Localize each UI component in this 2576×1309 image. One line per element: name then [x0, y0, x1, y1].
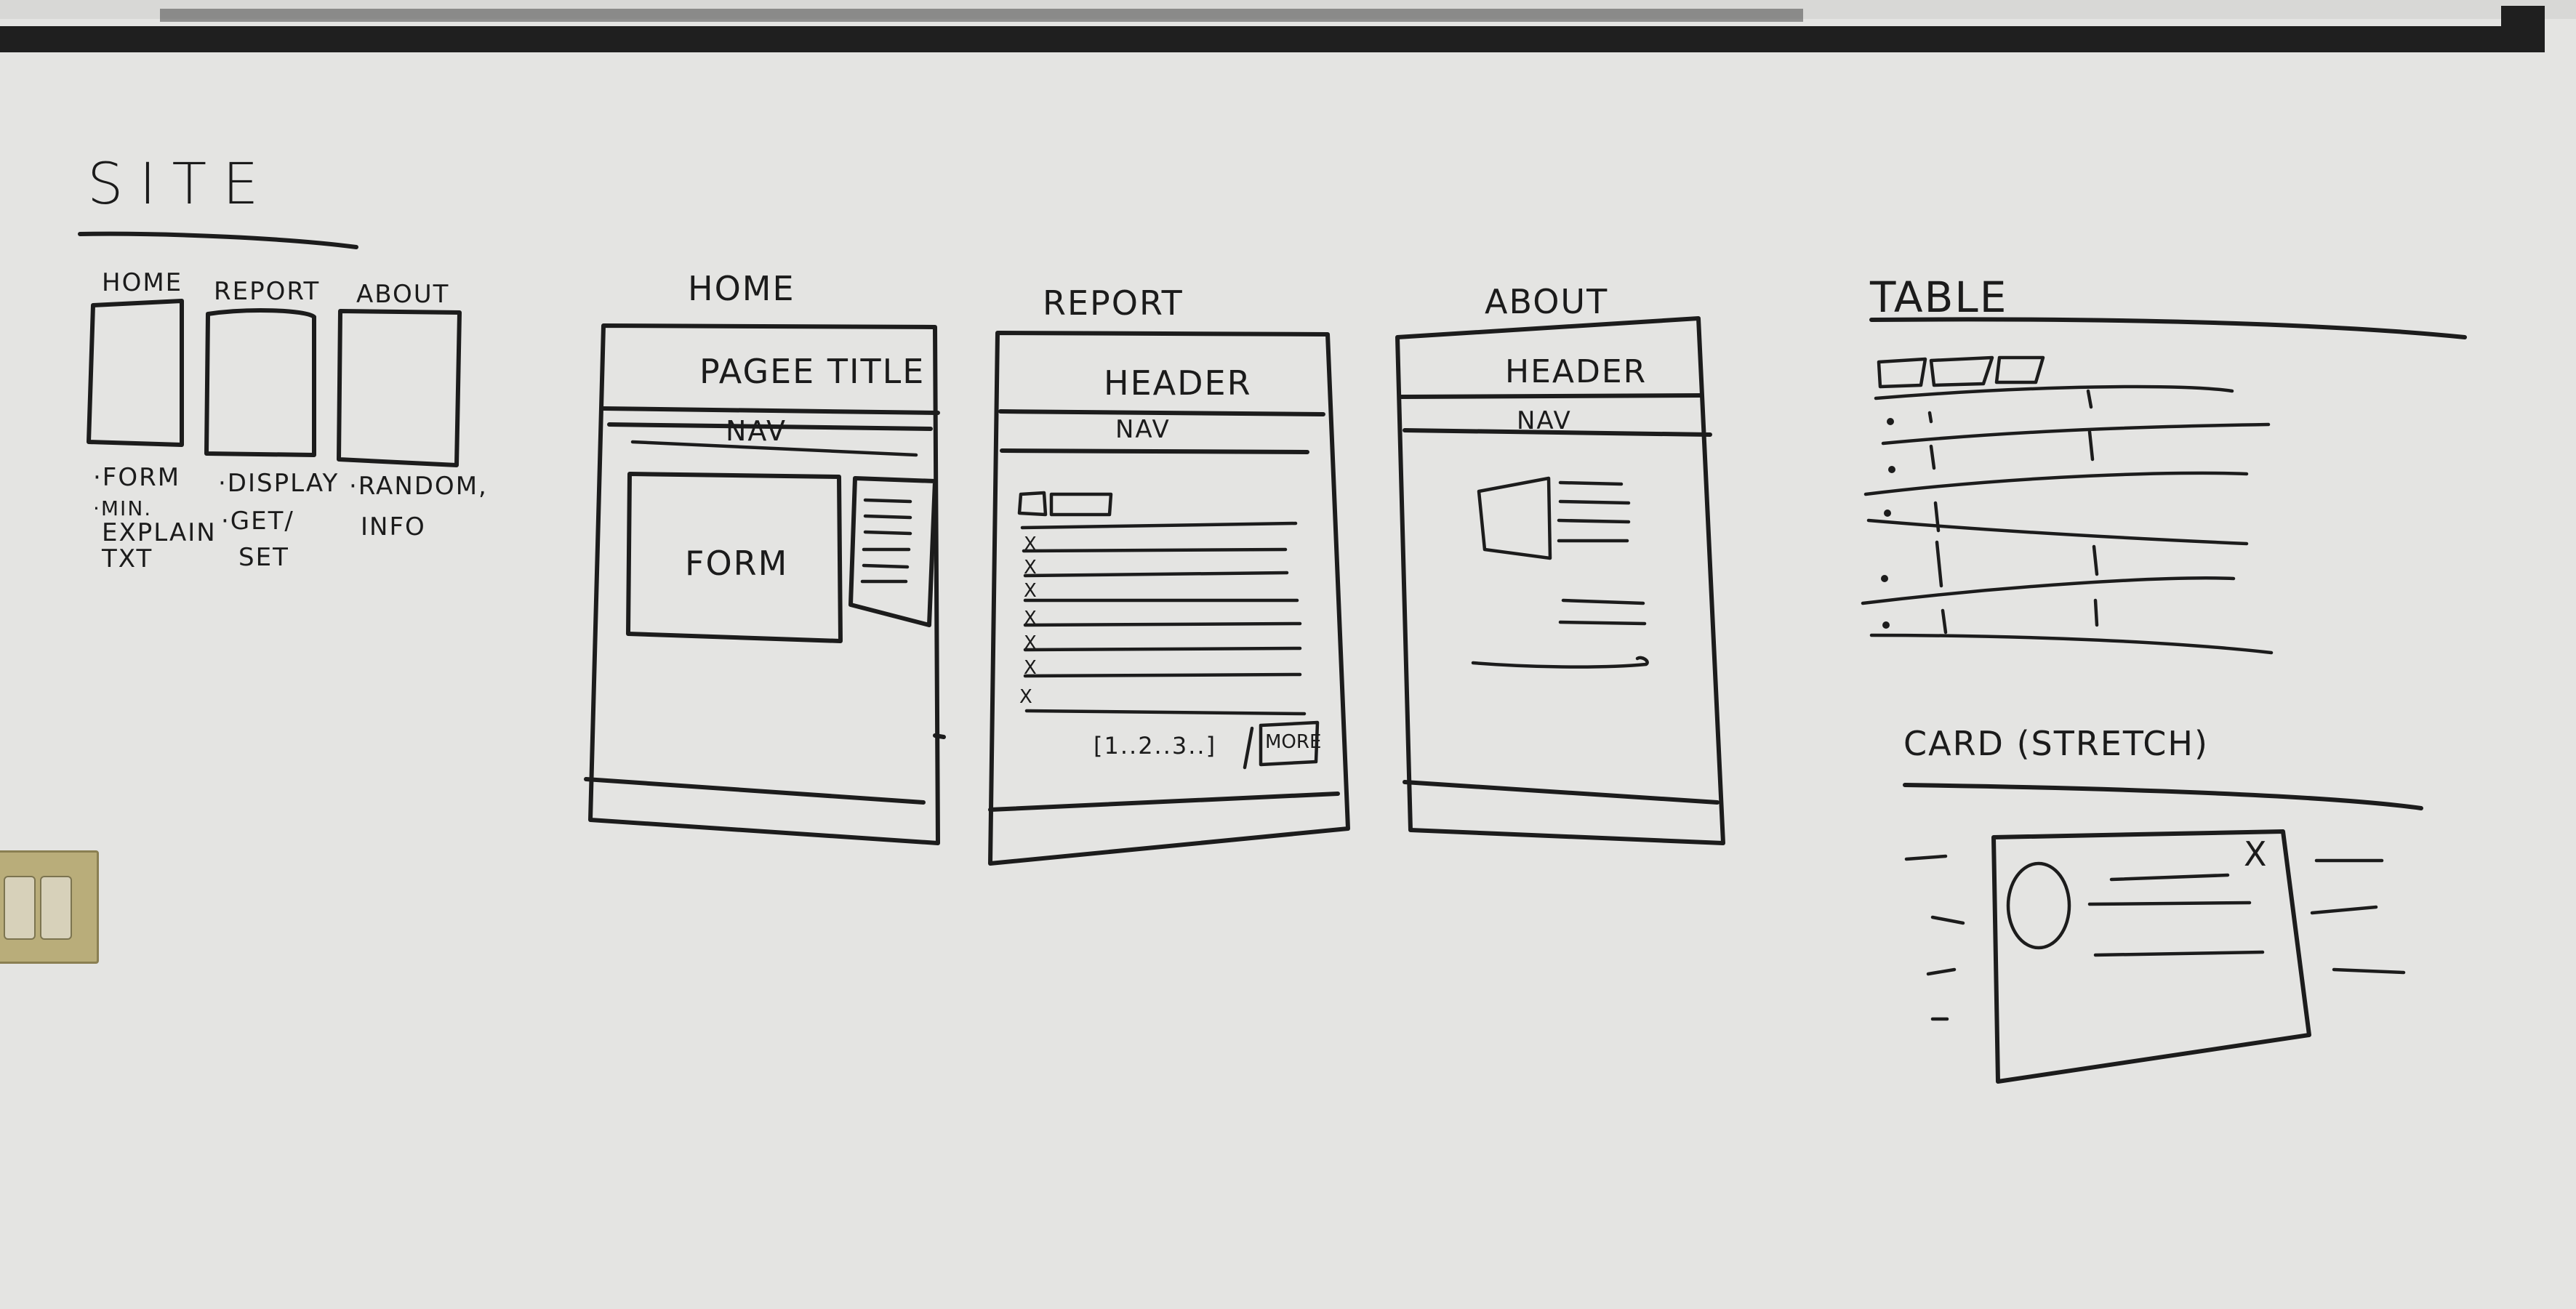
report-note-display: ·DISPLAY [218, 469, 340, 498]
site-page-label-home: HOME [102, 268, 183, 297]
report-row-mark: X [1024, 608, 1037, 629]
report-header: HEADER [1104, 363, 1252, 403]
report-row-mark: X [1024, 580, 1037, 602]
report-more-button: MORE [1265, 731, 1322, 753]
card-close-mark: X [2244, 834, 2268, 874]
about-nav: NAV [1517, 406, 1572, 435]
home-note-min: ·MIN. [93, 496, 153, 520]
report-note-set: SET [238, 543, 289, 572]
about-header: HEADER [1505, 353, 1648, 390]
site-title: SITE [87, 152, 275, 217]
site-page-label-about: ABOUT [356, 280, 450, 309]
report-nav: NAV [1115, 415, 1171, 444]
report-wireframe-label: REPORT [1043, 283, 1184, 323]
report-pagination: [1..2..3..] [1094, 732, 1217, 760]
report-row-mark: X [1019, 686, 1032, 708]
home-note-form: ·FORM [93, 463, 181, 492]
report-row-mark: X [1024, 533, 1037, 555]
about-wireframe-label: ABOUT [1485, 282, 1609, 321]
light-switch-plate [0, 850, 99, 964]
home-wireframe-label: HOME [688, 269, 795, 308]
home-note-explain: EXPLAIN [102, 518, 217, 547]
report-note-get: ·GET/ [221, 507, 294, 536]
home-nav: NAV [726, 415, 787, 447]
report-row-mark: X [1024, 657, 1037, 679]
about-note-info: INFO [361, 512, 426, 541]
home-page-title: PAGEE TITLE [699, 352, 926, 391]
card-component-label: CARD (STRETCH) [1903, 724, 2209, 763]
report-row-mark: X [1024, 632, 1037, 654]
home-form: FORM [685, 544, 789, 583]
home-note-txt: TXT [102, 544, 153, 573]
report-row-mark: X [1024, 557, 1037, 579]
table-component-label: TABLE [1870, 273, 2008, 322]
site-page-label-report: REPORT [214, 277, 321, 306]
about-note-random: ·RANDOM, [349, 472, 488, 501]
